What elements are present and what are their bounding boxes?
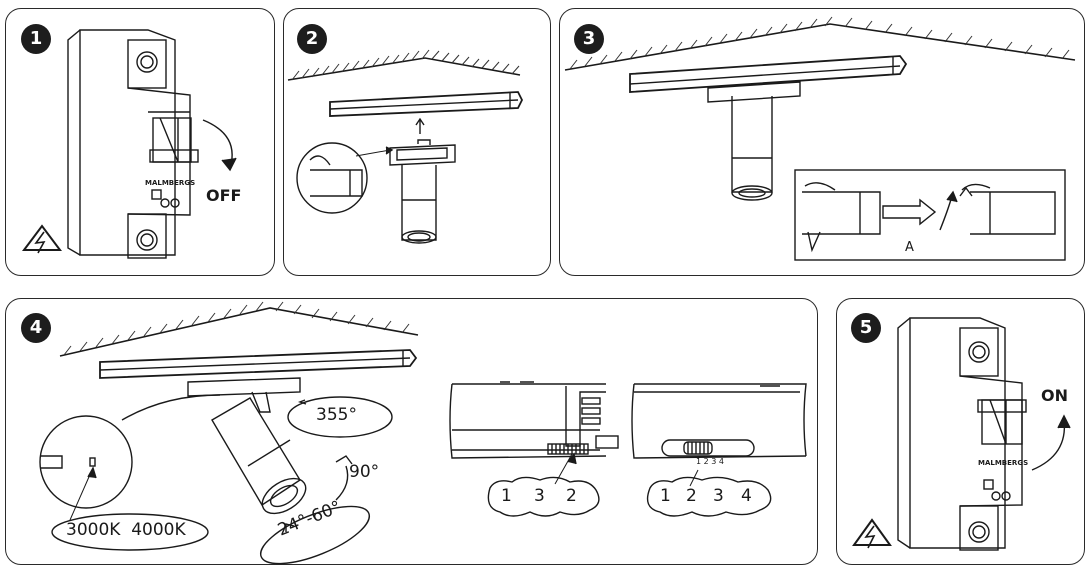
up-arrow-icon [415, 117, 425, 134]
rotation-label: 355° [316, 405, 357, 425]
step-3-panel [559, 8, 1085, 276]
step-2-badge: 2 [297, 24, 327, 54]
power-setting-b-1: 1 [660, 486, 671, 506]
off-label: OFF [206, 186, 242, 205]
step-4-badge: 4 [21, 313, 51, 343]
power-setting-a-1: 1 [501, 486, 512, 506]
power-setting-b-3: 3 [713, 486, 724, 506]
high-voltage-warning-icon-2 [852, 518, 892, 546]
high-voltage-warning-icon [22, 224, 62, 251]
tilt-label: 90° [349, 462, 380, 482]
step-5-badge: 5 [851, 313, 881, 343]
power-setting-a-3: 2 [566, 486, 577, 506]
detail-label-a: A [905, 240, 914, 255]
step-1-badge: 1 [21, 24, 51, 54]
breaker-brand-label-5: MALMBERGS [978, 459, 1029, 467]
breaker-brand-label-1: MALMBERGS [145, 179, 196, 187]
power-setting-a-2: 3 [534, 486, 545, 506]
step-4-panel [5, 298, 818, 565]
on-label: ON [1041, 386, 1068, 405]
power-setting-b-2: 2 [686, 486, 697, 506]
step-3-badge: 3 [574, 24, 604, 54]
dial-marks: 1 2 3 4 [696, 457, 724, 466]
power-setting-b-4: 4 [741, 486, 752, 506]
cct-label: 3000K 4000K [66, 520, 186, 540]
